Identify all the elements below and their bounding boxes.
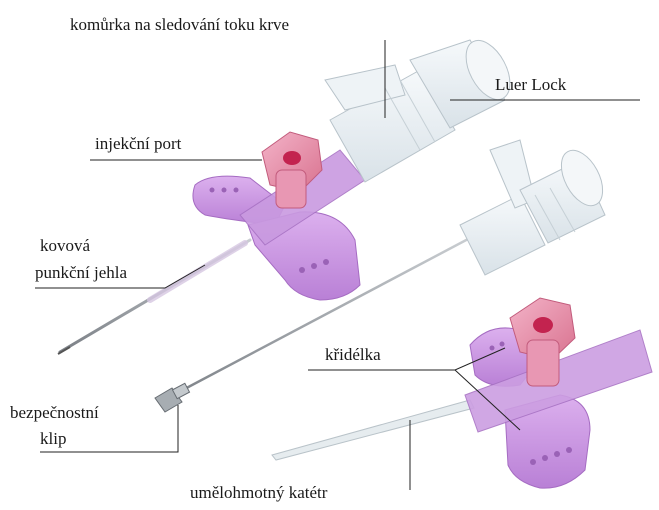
label-injection-port: injekční port <box>95 133 181 155</box>
label-wings: křidélka <box>325 344 381 366</box>
port-hole-top <box>283 151 301 165</box>
label-luer-lock: Luer Lock <box>495 74 566 96</box>
label-blood-flow-chamber: komůrka na sledování toku krve <box>70 14 289 36</box>
label-needle-line1: kovová <box>40 235 90 257</box>
label-needle-line2: punkční jehla <box>35 262 127 284</box>
label-plastic-catheter: umělohmotný katétr <box>190 482 327 504</box>
cannula-top <box>58 33 519 354</box>
label-safety-clip-line2: klip <box>40 428 66 450</box>
label-safety-clip-line1: bezpečnostní <box>10 402 99 424</box>
cannula-bottom <box>272 298 652 488</box>
catheter-bottom <box>272 400 474 460</box>
